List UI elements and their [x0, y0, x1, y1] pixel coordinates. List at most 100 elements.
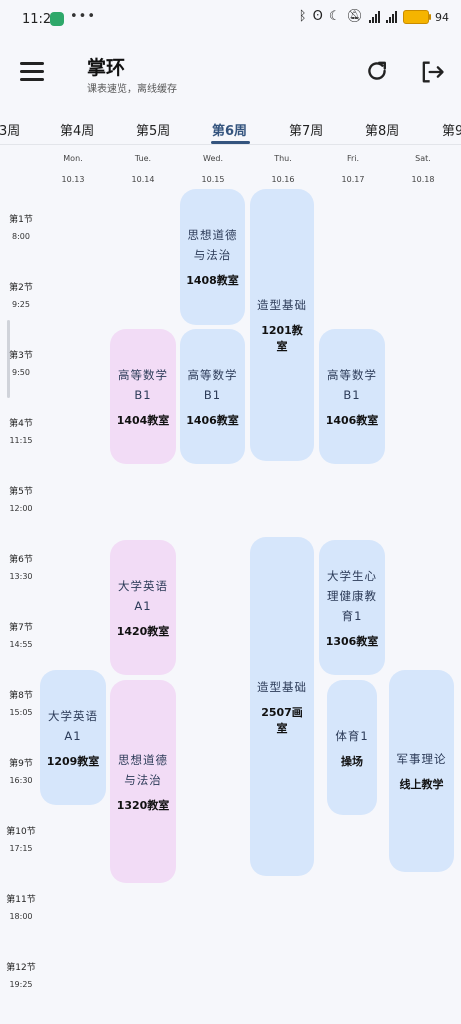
period-time: 9:50	[12, 368, 30, 377]
period-11: 第11节 18:00	[0, 892, 42, 921]
tab-week-9[interactable]: 第9周	[442, 124, 461, 139]
refresh-icon[interactable]	[364, 58, 390, 84]
course-room: 1408教室	[186, 274, 239, 287]
day-date: 10.18	[411, 175, 435, 184]
period-time: 17:15	[9, 844, 33, 853]
course-card-tue-8[interactable]: 思想道德与法治 1320教室	[110, 680, 176, 883]
tab-week-4[interactable]: 第4周	[60, 124, 95, 139]
course-card-wed-3[interactable]: 高等数学B1 1406教室	[180, 329, 245, 464]
course-card-wed-1[interactable]: 思想道德与法治 1408教室	[180, 189, 245, 325]
course-name: 军事理论	[396, 752, 447, 766]
period-12: 第12节 19:25	[0, 960, 42, 989]
period-name: 第9节	[9, 759, 33, 769]
nfc-icon: ʘ	[312, 9, 323, 24]
week-tabs: 第3周 第4周 第5周 第6周 第7周 第8周 第9周	[0, 116, 461, 145]
status-icons: ᛒ ʘ ☾ 🔕︎ 94	[299, 10, 449, 24]
day-name: Thu.	[274, 154, 292, 163]
bluetooth-icon: ᛒ	[298, 9, 307, 24]
period-time: 11:15	[9, 436, 33, 445]
battery-level: 94	[435, 10, 449, 24]
course-card-fri-8[interactable]: 体育1 操场	[327, 680, 377, 815]
course-room: 1306教室	[325, 634, 379, 648]
course-card-fri-6[interactable]: 大学生心理健康教育1 1306教室	[319, 540, 385, 675]
course-room: 2507画室	[261, 705, 303, 735]
course-name: 高等数学B1	[327, 367, 377, 402]
course-name: 高等数学B1	[118, 367, 168, 402]
period-time: 19:25	[9, 980, 33, 989]
course-room: 1209教室	[46, 754, 100, 768]
scrollbar[interactable]	[7, 320, 10, 398]
tab-week-8[interactable]: 第8周	[365, 124, 400, 139]
tab-week-3[interactable]: 第3周	[0, 124, 21, 139]
course-room: 1201教室	[261, 324, 303, 353]
period-name: 第2节	[9, 283, 33, 293]
app-bar: 掌环 课表速览，离线缓存	[0, 40, 461, 108]
period-name: 第3节	[9, 351, 33, 361]
course-room: 线上教学	[399, 778, 444, 791]
day-date: 10.13	[61, 175, 85, 184]
course-name: 体育1	[335, 728, 369, 743]
silent-icon: 🔕︎	[346, 9, 363, 24]
period-10: 第10节 17:15	[0, 824, 42, 853]
period-4: 第4节 11:15	[0, 416, 42, 445]
day-header-wed: Wed. 10.15	[178, 154, 248, 184]
tab-week-7[interactable]: 第7周	[289, 124, 324, 139]
course-room: 1404教室	[116, 413, 170, 427]
day-name: Wed.	[203, 154, 223, 163]
course-name: 造型基础	[257, 679, 307, 694]
signal-icon	[369, 11, 380, 23]
course-card-tue-6[interactable]: 大学英语A1 1420教室	[110, 540, 176, 675]
wechat-notification-icon	[50, 12, 64, 26]
logout-icon[interactable]	[418, 58, 446, 86]
course-room: 操场	[341, 754, 363, 768]
moon-icon: ☾	[328, 9, 341, 24]
period-name: 第7节	[9, 623, 33, 633]
day-date: 10.15	[201, 175, 225, 184]
tab-week-5[interactable]: 第5周	[136, 124, 171, 139]
period-name: 第12节	[6, 963, 36, 973]
course-card-mon-8[interactable]: 大学英语A1 1209教室	[40, 670, 106, 805]
period-time: 18:00	[9, 912, 33, 921]
day-header-sat: Sat.10.18	[388, 154, 458, 184]
period-time: 15:05	[9, 708, 33, 717]
app-title: 掌环	[87, 57, 126, 79]
course-card-thu-6[interactable]: 造型基础 2507画室	[250, 537, 314, 876]
day-header-tue: Tue.10.14	[108, 154, 178, 184]
period-3: 第3节 9:50	[0, 348, 42, 377]
course-card-tue-3[interactable]: 高等数学B1 1404教室	[110, 329, 176, 464]
course-name: 大学英语A1	[118, 578, 168, 613]
active-tab-indicator	[211, 141, 250, 144]
course-room: 1420教室	[116, 624, 170, 638]
period-time: 9:25	[12, 300, 30, 309]
course-card-sat-8[interactable]: 军事理论 线上教学	[389, 670, 454, 872]
wifi-icon	[386, 11, 397, 23]
day-date: 10.17	[341, 175, 365, 184]
period-name: 第4节	[9, 419, 33, 429]
course-room: 1406教室	[186, 413, 239, 427]
course-name: 大学英语A1	[48, 708, 98, 743]
day-name: Mon.	[63, 154, 83, 163]
course-name: 高等数学B1	[187, 367, 238, 402]
period-name: 第5节	[9, 487, 33, 497]
course-card-thu-1[interactable]: 造型基础 1201教室	[250, 189, 314, 461]
tab-week-6[interactable]: 第6周	[212, 124, 248, 139]
period-7: 第7节 14:55	[0, 620, 42, 649]
menu-icon[interactable]	[20, 62, 44, 82]
period-time: 14:55	[9, 640, 33, 649]
period-name: 第10节	[6, 827, 36, 837]
app-subtitle: 课表速览，离线缓存	[87, 84, 177, 95]
course-name: 思想道德与法治	[187, 228, 238, 262]
period-time: 12:00	[9, 504, 33, 513]
period-name: 第11节	[6, 895, 36, 905]
day-header-thu: Thu.10.16	[248, 154, 318, 184]
course-card-fri-3[interactable]: 高等数学B1 1406教室	[319, 329, 385, 464]
period-time: 13:30	[9, 572, 33, 581]
course-room: 1320教室	[116, 798, 170, 812]
course-room: 1406教室	[325, 413, 379, 427]
course-name: 造型基础	[257, 298, 307, 312]
day-name: Fri.	[346, 154, 360, 163]
